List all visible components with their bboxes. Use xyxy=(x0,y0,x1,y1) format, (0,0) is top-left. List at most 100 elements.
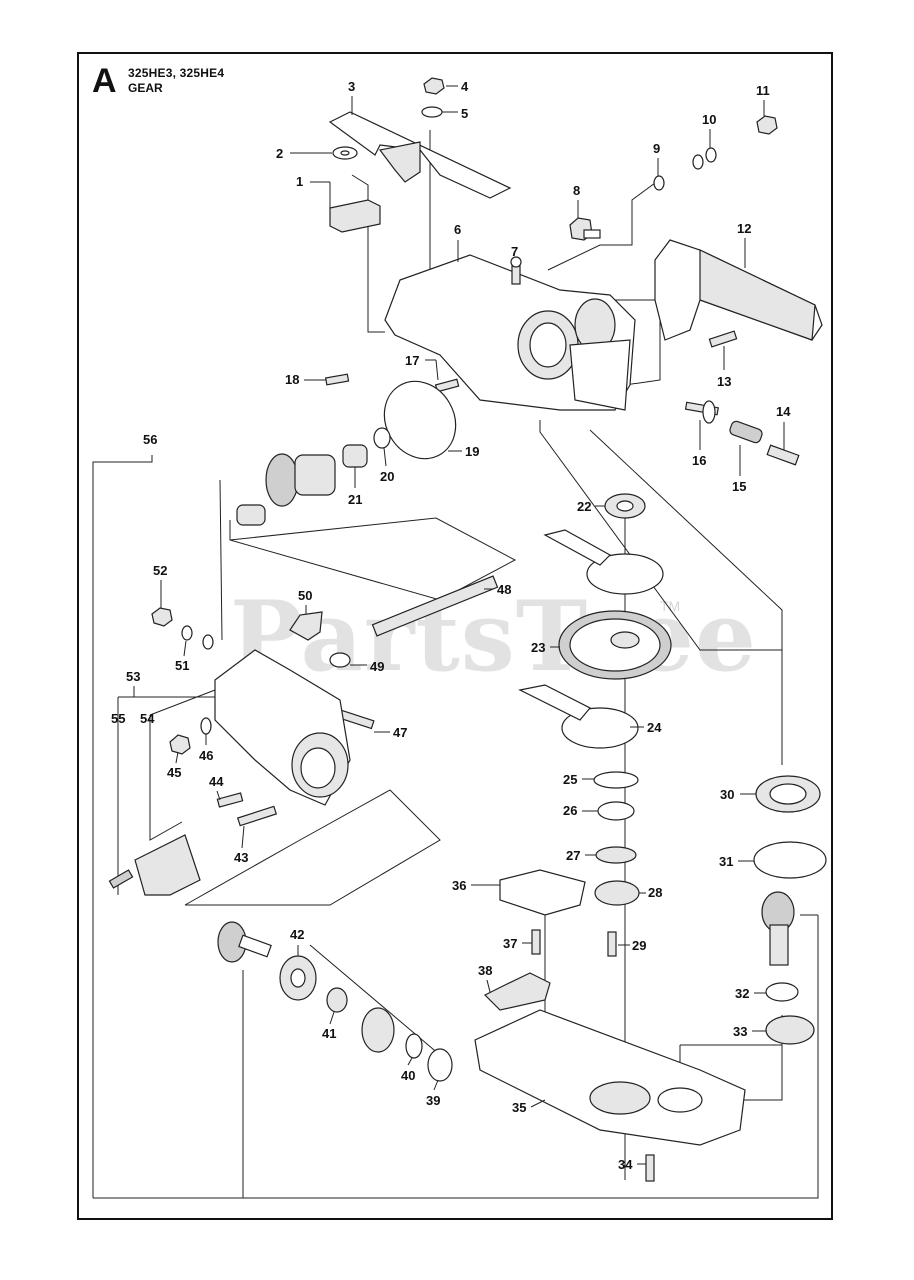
callout-46: 46 xyxy=(199,748,213,763)
callout-38: 38 xyxy=(478,963,492,978)
callout-55: 55 xyxy=(111,711,125,726)
part-41-bearing xyxy=(326,987,348,1013)
callout-28: 28 xyxy=(648,885,662,900)
part-12-handle xyxy=(654,239,823,341)
callout-30: 30 xyxy=(720,787,734,802)
callout-33: 33 xyxy=(733,1024,747,1039)
part-52-nut xyxy=(151,607,173,627)
diagram-frame xyxy=(77,52,833,1220)
callout-18: 18 xyxy=(285,372,299,387)
callout-labels: 1 2 3 4 5 6 7 8 9 10 11 12 13 14 15 16 1… xyxy=(111,79,791,1172)
part-15-spring xyxy=(729,420,763,444)
part-36-plate xyxy=(499,869,586,916)
part-49-washer xyxy=(329,652,351,668)
callout-25: 25 xyxy=(563,772,577,787)
callout-43: 43 xyxy=(234,850,248,865)
part-35-cover xyxy=(474,1009,746,1146)
callout-49: 49 xyxy=(370,659,384,674)
part-1-key xyxy=(329,199,381,233)
callout-41: 41 xyxy=(322,1026,336,1041)
diagram-title: GEAR xyxy=(128,81,163,95)
part-6-gear-housing xyxy=(384,254,636,411)
callout-42: 42 xyxy=(290,927,304,942)
part-34-screw xyxy=(645,1154,655,1182)
callout-11: 11 xyxy=(756,83,770,98)
part-5-washer xyxy=(421,106,443,118)
callout-8: 8 xyxy=(573,183,580,198)
callout-35: 35 xyxy=(512,1100,526,1115)
part-48-shaft xyxy=(371,575,499,637)
callout-24: 24 xyxy=(647,720,662,735)
part-45-nut xyxy=(169,734,191,755)
callout-17: 17 xyxy=(405,353,419,368)
callout-45: 45 xyxy=(167,765,181,780)
part-51-washer xyxy=(181,625,214,650)
part-27-washer xyxy=(595,846,637,864)
part-8-plug xyxy=(569,217,601,241)
callout-22: 22 xyxy=(577,499,591,514)
part-29-screw xyxy=(607,931,617,957)
part-pinion-shaft xyxy=(217,921,272,963)
callout-54: 54 xyxy=(140,711,155,726)
part-13-screw xyxy=(708,330,738,348)
part-54-guard xyxy=(134,834,201,896)
callout-29: 29 xyxy=(632,938,646,953)
callout-26: 26 xyxy=(563,803,577,818)
callout-9: 9 xyxy=(653,141,660,156)
model-numbers: 325HE3, 325HE4 xyxy=(128,66,225,80)
leader-lines xyxy=(92,130,819,1199)
part-42b-bearing xyxy=(361,1007,395,1053)
callout-15: 15 xyxy=(732,479,746,494)
callout-10: 10 xyxy=(702,112,716,127)
part-33-bearing xyxy=(765,1015,815,1045)
part-50-plate xyxy=(289,611,323,641)
part-11-nut xyxy=(756,115,778,135)
callout-14: 14 xyxy=(776,404,791,419)
callout-4: 4 xyxy=(461,79,469,94)
callout-21: 21 xyxy=(348,492,362,507)
callout-31: 31 xyxy=(719,854,733,869)
callout-32: 32 xyxy=(735,986,749,1001)
part-14-pin xyxy=(766,444,800,466)
callout-51: 51 xyxy=(175,658,189,673)
part-44-screw xyxy=(216,792,244,808)
callout-37: 37 xyxy=(503,936,517,951)
part-9-washer xyxy=(653,175,665,191)
part-16-pin xyxy=(684,400,719,424)
callout-47: 47 xyxy=(393,725,407,740)
callout-23: 23 xyxy=(531,640,545,655)
callout-52: 52 xyxy=(153,563,167,578)
part-32-circlip xyxy=(765,982,799,1002)
part-18-screw xyxy=(324,373,350,386)
part-10-washer xyxy=(692,147,717,170)
part-22-bearing xyxy=(604,493,646,519)
callout-40: 40 xyxy=(401,1068,415,1083)
callout-27: 27 xyxy=(566,848,580,863)
part-25-washer xyxy=(593,771,639,789)
callout-19: 19 xyxy=(465,444,479,459)
callout-20: 20 xyxy=(380,469,394,484)
callout-34: 34 xyxy=(618,1157,633,1172)
part-28-bearing xyxy=(594,880,640,906)
part-pinion-30 xyxy=(761,891,795,966)
callout-7: 7 xyxy=(511,244,518,259)
part-20-washer xyxy=(373,427,391,449)
callout-39: 39 xyxy=(426,1093,440,1108)
part-23-gear xyxy=(558,610,672,680)
callout-5: 5 xyxy=(461,106,468,121)
part-21-bearing xyxy=(342,444,368,468)
part-26-ring xyxy=(597,801,635,821)
part-30-bearing xyxy=(755,775,821,813)
callout-56: 56 xyxy=(143,432,157,447)
part-gearhead-housing xyxy=(214,649,351,806)
part-37-screw xyxy=(531,929,541,955)
part-43-screw xyxy=(236,805,278,827)
callout-3: 3 xyxy=(348,79,355,94)
part-46-washer xyxy=(200,717,212,735)
part-38-block xyxy=(483,972,551,1011)
part-4-nut xyxy=(423,77,445,95)
callout-36: 36 xyxy=(452,878,466,893)
part-7-screw xyxy=(510,256,522,285)
part-40-circlip xyxy=(405,1033,423,1059)
